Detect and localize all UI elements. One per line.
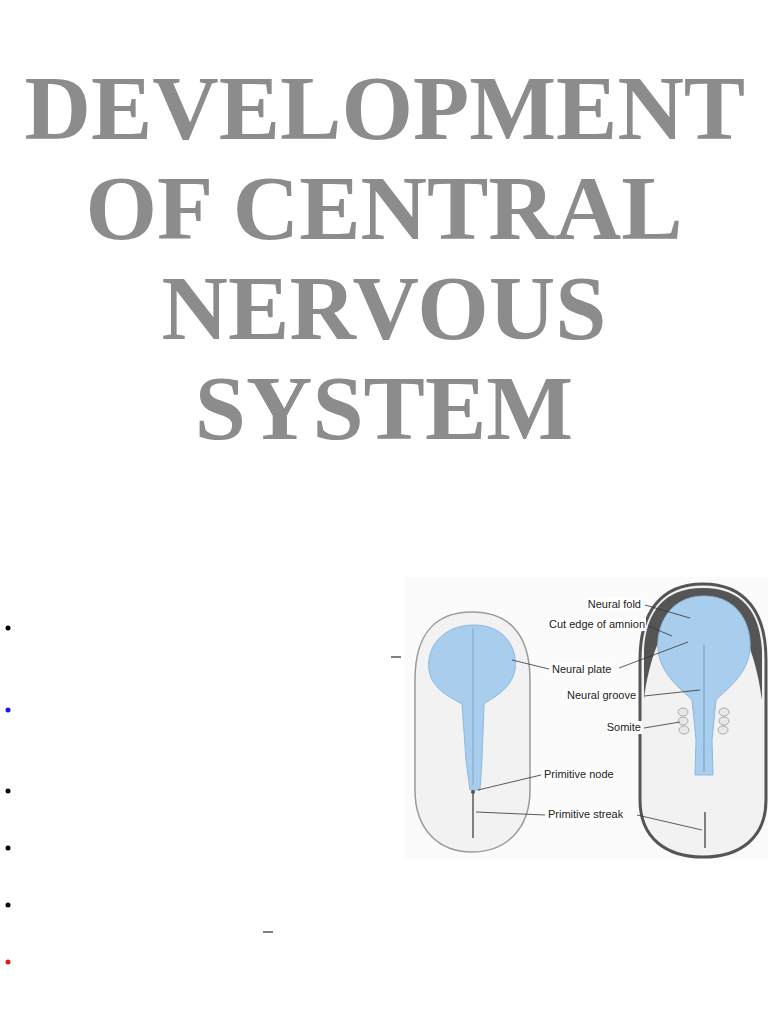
right-embryo: [640, 584, 766, 857]
part-label: Somite: [606, 721, 642, 734]
part-label: Neural groove: [566, 689, 637, 702]
part-label: Primitive node: [543, 768, 615, 781]
leader-lines: [476, 605, 702, 830]
part-label: Neural plate: [551, 663, 612, 676]
page-title: DEVELOPMENT OF CENTRAL NERVOUS SYSTEM: [24, 58, 743, 458]
bullet-points: [6, 626, 402, 965]
figure-ground: [405, 577, 768, 859]
part-label: Neural fold: [587, 598, 642, 611]
part-label: Cut edge of amnion: [548, 618, 646, 631]
left-embryo: [415, 612, 530, 852]
part-label: Primitive streak: [547, 808, 624, 821]
